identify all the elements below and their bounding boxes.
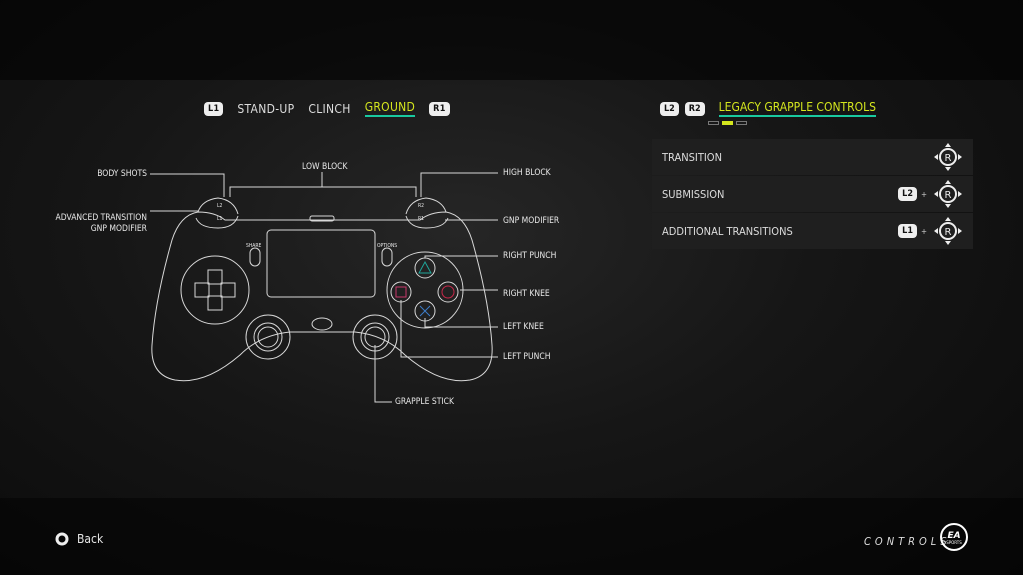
control-name: SUBMISSION	[662, 187, 725, 201]
cross-button-icon	[419, 305, 431, 317]
l2-button-hint[interactable]: L2	[660, 101, 679, 116]
label-left-punch: LEFT PUNCH	[503, 352, 551, 362]
r2-button-hint[interactable]: R2	[684, 101, 705, 116]
control-name: ADDITIONAL TRANSITIONS	[662, 224, 793, 238]
label-gnp-modifier-right: GNP MODIFIER	[503, 216, 560, 226]
control-name: TRANSITION	[662, 150, 722, 164]
label-body-shots: BODY SHOTS	[97, 169, 147, 179]
r2-label: R2	[418, 203, 424, 209]
tab-ground[interactable]: GROUND	[364, 100, 416, 117]
label-high-block: HIGH BLOCK	[503, 168, 551, 178]
svg-text:EA: EA	[947, 531, 960, 541]
back-button[interactable]: Back	[55, 532, 103, 546]
circle-button-icon	[441, 285, 455, 299]
label-right-punch: RIGHT PUNCH	[503, 251, 557, 261]
list-item[interactable]: ADDITIONAL TRANSITIONS L1+ R	[652, 213, 973, 249]
options-label: OPTIONS	[377, 243, 398, 249]
right-stick-icon: R	[934, 143, 962, 171]
panel-title: LEGACY GRAPPLE CONTROLS	[718, 100, 877, 117]
svg-text:R: R	[945, 153, 952, 164]
plus: +	[920, 189, 927, 199]
share-label: SHARE	[246, 243, 262, 249]
svg-text:R: R	[945, 227, 952, 238]
controller-outline	[151, 197, 493, 382]
r1-label: R1	[418, 216, 424, 222]
tab-clinch[interactable]: CLINCH	[308, 101, 351, 116]
label-left-knee: LEFT KNEE	[503, 322, 544, 332]
page-dot	[708, 121, 719, 125]
tab-stand-up[interactable]: STAND-UP	[237, 101, 295, 116]
page-dot-active	[722, 121, 733, 125]
triangle-button-icon	[418, 260, 432, 274]
square-button-icon	[395, 286, 407, 298]
list-item[interactable]: SUBMISSION L2+ R	[652, 176, 973, 212]
page-indicator	[708, 121, 747, 125]
panel-header: L2 R2 LEGACY GRAPPLE CONTROLS	[660, 100, 877, 117]
list-item[interactable]: TRANSITION R	[652, 139, 973, 175]
l1-label: L1	[217, 216, 223, 222]
l2-label: L2	[217, 203, 223, 209]
section-title: CONTROLS	[864, 535, 951, 548]
controls-list: TRANSITION R SUBMISSION L2+R ADDITIONAL …	[652, 139, 973, 250]
right-stick-icon: R	[934, 217, 962, 245]
page-dot	[736, 121, 747, 125]
label-gnp-modifier-left: GNP MODIFIER	[90, 224, 147, 234]
label-grapple-stick: GRAPPLE STICK	[395, 397, 454, 407]
label-low-block: LOW BLOCK	[302, 162, 348, 172]
label-right-knee: RIGHT KNEE	[503, 289, 550, 299]
back-label: Back	[77, 532, 104, 546]
svg-text:SPORTS: SPORTS	[946, 540, 962, 545]
bottom-band	[0, 498, 1023, 575]
right-stick-icon: R	[934, 180, 962, 208]
l2-button-icon: L2	[898, 187, 917, 201]
top-band	[0, 0, 1023, 80]
svg-text:R: R	[945, 190, 952, 201]
plus: +	[920, 226, 927, 236]
l1-button-hint[interactable]: L1	[204, 101, 224, 116]
r1-button-hint[interactable]: R1	[429, 101, 450, 116]
circle-button-icon	[55, 532, 69, 546]
leader-lines	[150, 172, 498, 403]
tab-bar: L1 STAND-UP CLINCH GROUND R1	[204, 100, 450, 117]
label-advanced-transition: ADVANCED TRANSITION	[55, 213, 147, 223]
l1-button-icon: L1	[898, 224, 917, 238]
